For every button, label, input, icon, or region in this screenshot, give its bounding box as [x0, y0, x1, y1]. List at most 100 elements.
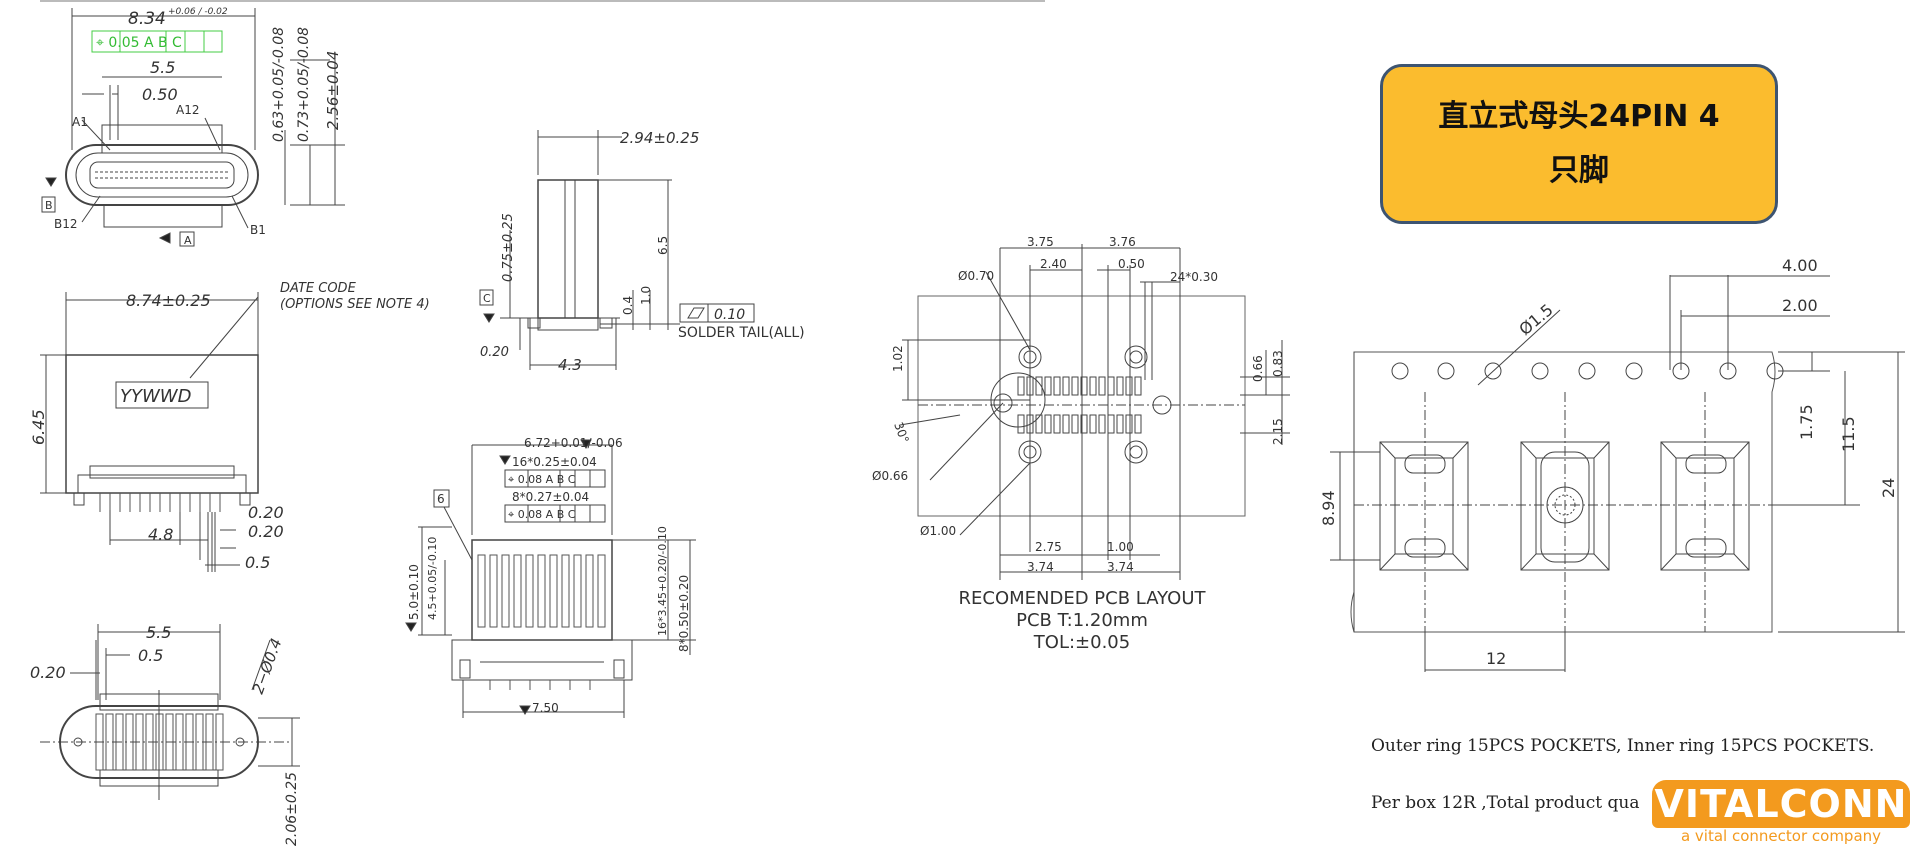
dim-width-874: 8.74±0.25 — [126, 291, 211, 310]
dim-65: 6.5 — [656, 236, 670, 255]
receptacle-outline — [65, 144, 259, 206]
flatness-frame — [679, 303, 755, 323]
bottom-view — [405, 439, 696, 718]
date-code-marking — [115, 381, 209, 409]
front-view — [41, 8, 345, 247]
pcb-dim-375: 3.75 — [1027, 235, 1054, 249]
logo-text: VITALCONN — [1654, 782, 1908, 826]
pin-a12: A12 — [176, 103, 199, 117]
dim-063: 0.63+0.05/-0.08 — [271, 27, 287, 142]
dim-43: 4.3 — [558, 356, 582, 374]
dim-020-a: 0.20 — [248, 503, 284, 522]
pcb-pad-row-top — [1017, 376, 1142, 396]
receptacle-top — [65, 354, 259, 494]
tape-dim-400: 4.00 — [1782, 256, 1818, 275]
dim-020: 0.20 — [30, 663, 66, 682]
tape-dim-115: 11.5 — [1839, 416, 1858, 452]
pocket-3 — [1660, 441, 1750, 571]
hole-diameter: 2−Ø0.4 — [249, 636, 286, 696]
datum-c: C — [483, 292, 491, 305]
tape-dim-12: 12 — [1486, 649, 1506, 668]
dim-height-645: 6.45 — [29, 409, 48, 445]
pitch-8: 8*0.27±0.04 — [512, 490, 589, 504]
pcb-angle: 30° — [891, 420, 911, 445]
tape-dim-24: 24 — [1879, 478, 1898, 498]
tape-reel — [1330, 275, 1905, 672]
position-tolerance-frame-1 — [504, 469, 606, 488]
pitch-16: 16*0.25±0.04 — [512, 455, 597, 469]
dim-020-b: 0.20 — [248, 522, 284, 541]
product-title-line-1: 直立式母头24PIN 4 — [1438, 99, 1720, 134]
pcb-dim-24-030: 24*0.30 — [1170, 270, 1218, 284]
pcb-dim-102: 1.02 — [891, 345, 905, 372]
position-tolerance: ⌖ 0.05 A B C — [96, 35, 182, 51]
position-tol-1: ⌖ 0.08 A B C — [508, 473, 576, 486]
pcb-hole-070: Ø0.70 — [958, 269, 994, 283]
dim-294: 2.94±0.25 — [620, 129, 699, 147]
logo-tagline: a vital connector company — [1680, 827, 1882, 845]
pin-a1: A1 — [72, 115, 88, 129]
pcb-dim-376: 3.76 — [1109, 235, 1136, 249]
dim-020-side: 0.20 — [480, 345, 509, 360]
dim-overall-width-tol: +0.06 / -0.02 — [168, 7, 228, 17]
pcb-tolerance: TOL:±0.05 — [1033, 632, 1130, 653]
pcb-dim-083: 0.83 — [1271, 350, 1285, 377]
pcb-dim-374-a: 3.74 — [1027, 560, 1054, 574]
tape-dim-15: Ø1.5 — [1515, 300, 1556, 339]
pin-b12: B12 — [54, 217, 78, 231]
pcb-dim-240: 2.40 — [1040, 257, 1067, 271]
side-body — [537, 179, 599, 319]
dim-16-345: 16*3.45+0.20/-0.10 — [656, 526, 669, 636]
carrier-tape — [1350, 351, 1776, 633]
dim-55: 5.5 — [146, 623, 171, 642]
pcb-dim-066: 0.66 — [1251, 355, 1265, 382]
pcb-dim-215: 2.15 — [1271, 418, 1285, 445]
datum-a: A — [184, 234, 192, 247]
date-code-label: DATE CODE — [280, 281, 357, 296]
packing-note-2: Per box 12R ,Total product qua — [1371, 793, 1640, 813]
pcb-hole-070-top-left — [1018, 345, 1042, 369]
dim-206: 2.06±0.25 — [284, 772, 300, 846]
tape-dim-894: 8.94 — [1319, 490, 1338, 526]
dim-750: 7.50 — [532, 701, 559, 715]
dim-48: 4.8 — [148, 525, 173, 544]
pocket-1 — [1379, 441, 1469, 571]
note-6: 6 — [437, 492, 445, 506]
sprocket-holes — [1391, 362, 1784, 380]
position-tolerance-frame-2 — [504, 504, 606, 523]
pcb-layout — [899, 244, 1290, 580]
dim-256: 2.56±0.04 — [324, 51, 342, 130]
solder-tail-label: SOLDER TAIL(ALL) — [678, 325, 805, 341]
top-view — [40, 292, 259, 572]
dim-075: 0.75±0.25 — [501, 213, 516, 282]
position-tolerance-frame — [91, 30, 223, 53]
dim-5-5: 5.5 — [150, 58, 175, 77]
product-title-line-2: 只脚 — [1549, 153, 1609, 188]
pcb-pad-row-bottom — [1017, 414, 1142, 434]
pcb-dim-374-b: 3.74 — [1107, 560, 1134, 574]
dim-overall-width: 8.34 — [128, 9, 166, 29]
packing-note-1: Outer ring 15PCS POCKETS, Inner ring 15P… — [1371, 736, 1875, 756]
position-tol-2: ⌖ 0.08 A B C — [508, 508, 576, 521]
vitalconn-logo: VITALCONN a vital connector company — [1652, 780, 1910, 845]
flatness-value: 0.10 — [714, 307, 745, 323]
dim-04: 0.4 — [621, 296, 635, 315]
dim-05: 0.5 — [245, 553, 270, 572]
pcb-hole-066: Ø0.66 — [872, 469, 908, 483]
date-code-note: (OPTIONS SEE NOTE 4) — [280, 297, 430, 312]
side-view — [479, 130, 755, 370]
logo-badge: VITALCONN — [1652, 780, 1910, 828]
tape-dim-200: 2.00 — [1782, 296, 1818, 315]
pcb-dim-275: 2.75 — [1035, 540, 1062, 554]
product-title-box: 直立式母头24PIN 4 只脚 — [1380, 64, 1778, 224]
dim-672: 6.72+0.01/-0.06 — [524, 436, 623, 450]
dim-073: 0.73+0.05/-0.08 — [296, 27, 312, 142]
pcb-hole-100: Ø1.00 — [920, 524, 956, 538]
dim-10: 1.0 — [639, 286, 653, 305]
pcb-layout-title: RECOMENDED PCB LAYOUT — [959, 588, 1207, 609]
pcb-hole-100-bottom-right — [1124, 440, 1148, 464]
dim-05-bottom: 0.5 — [138, 646, 163, 665]
pcb-thickness: PCB T:1.20mm — [1016, 610, 1148, 631]
yywwd-marking: YYWWD — [120, 386, 191, 407]
